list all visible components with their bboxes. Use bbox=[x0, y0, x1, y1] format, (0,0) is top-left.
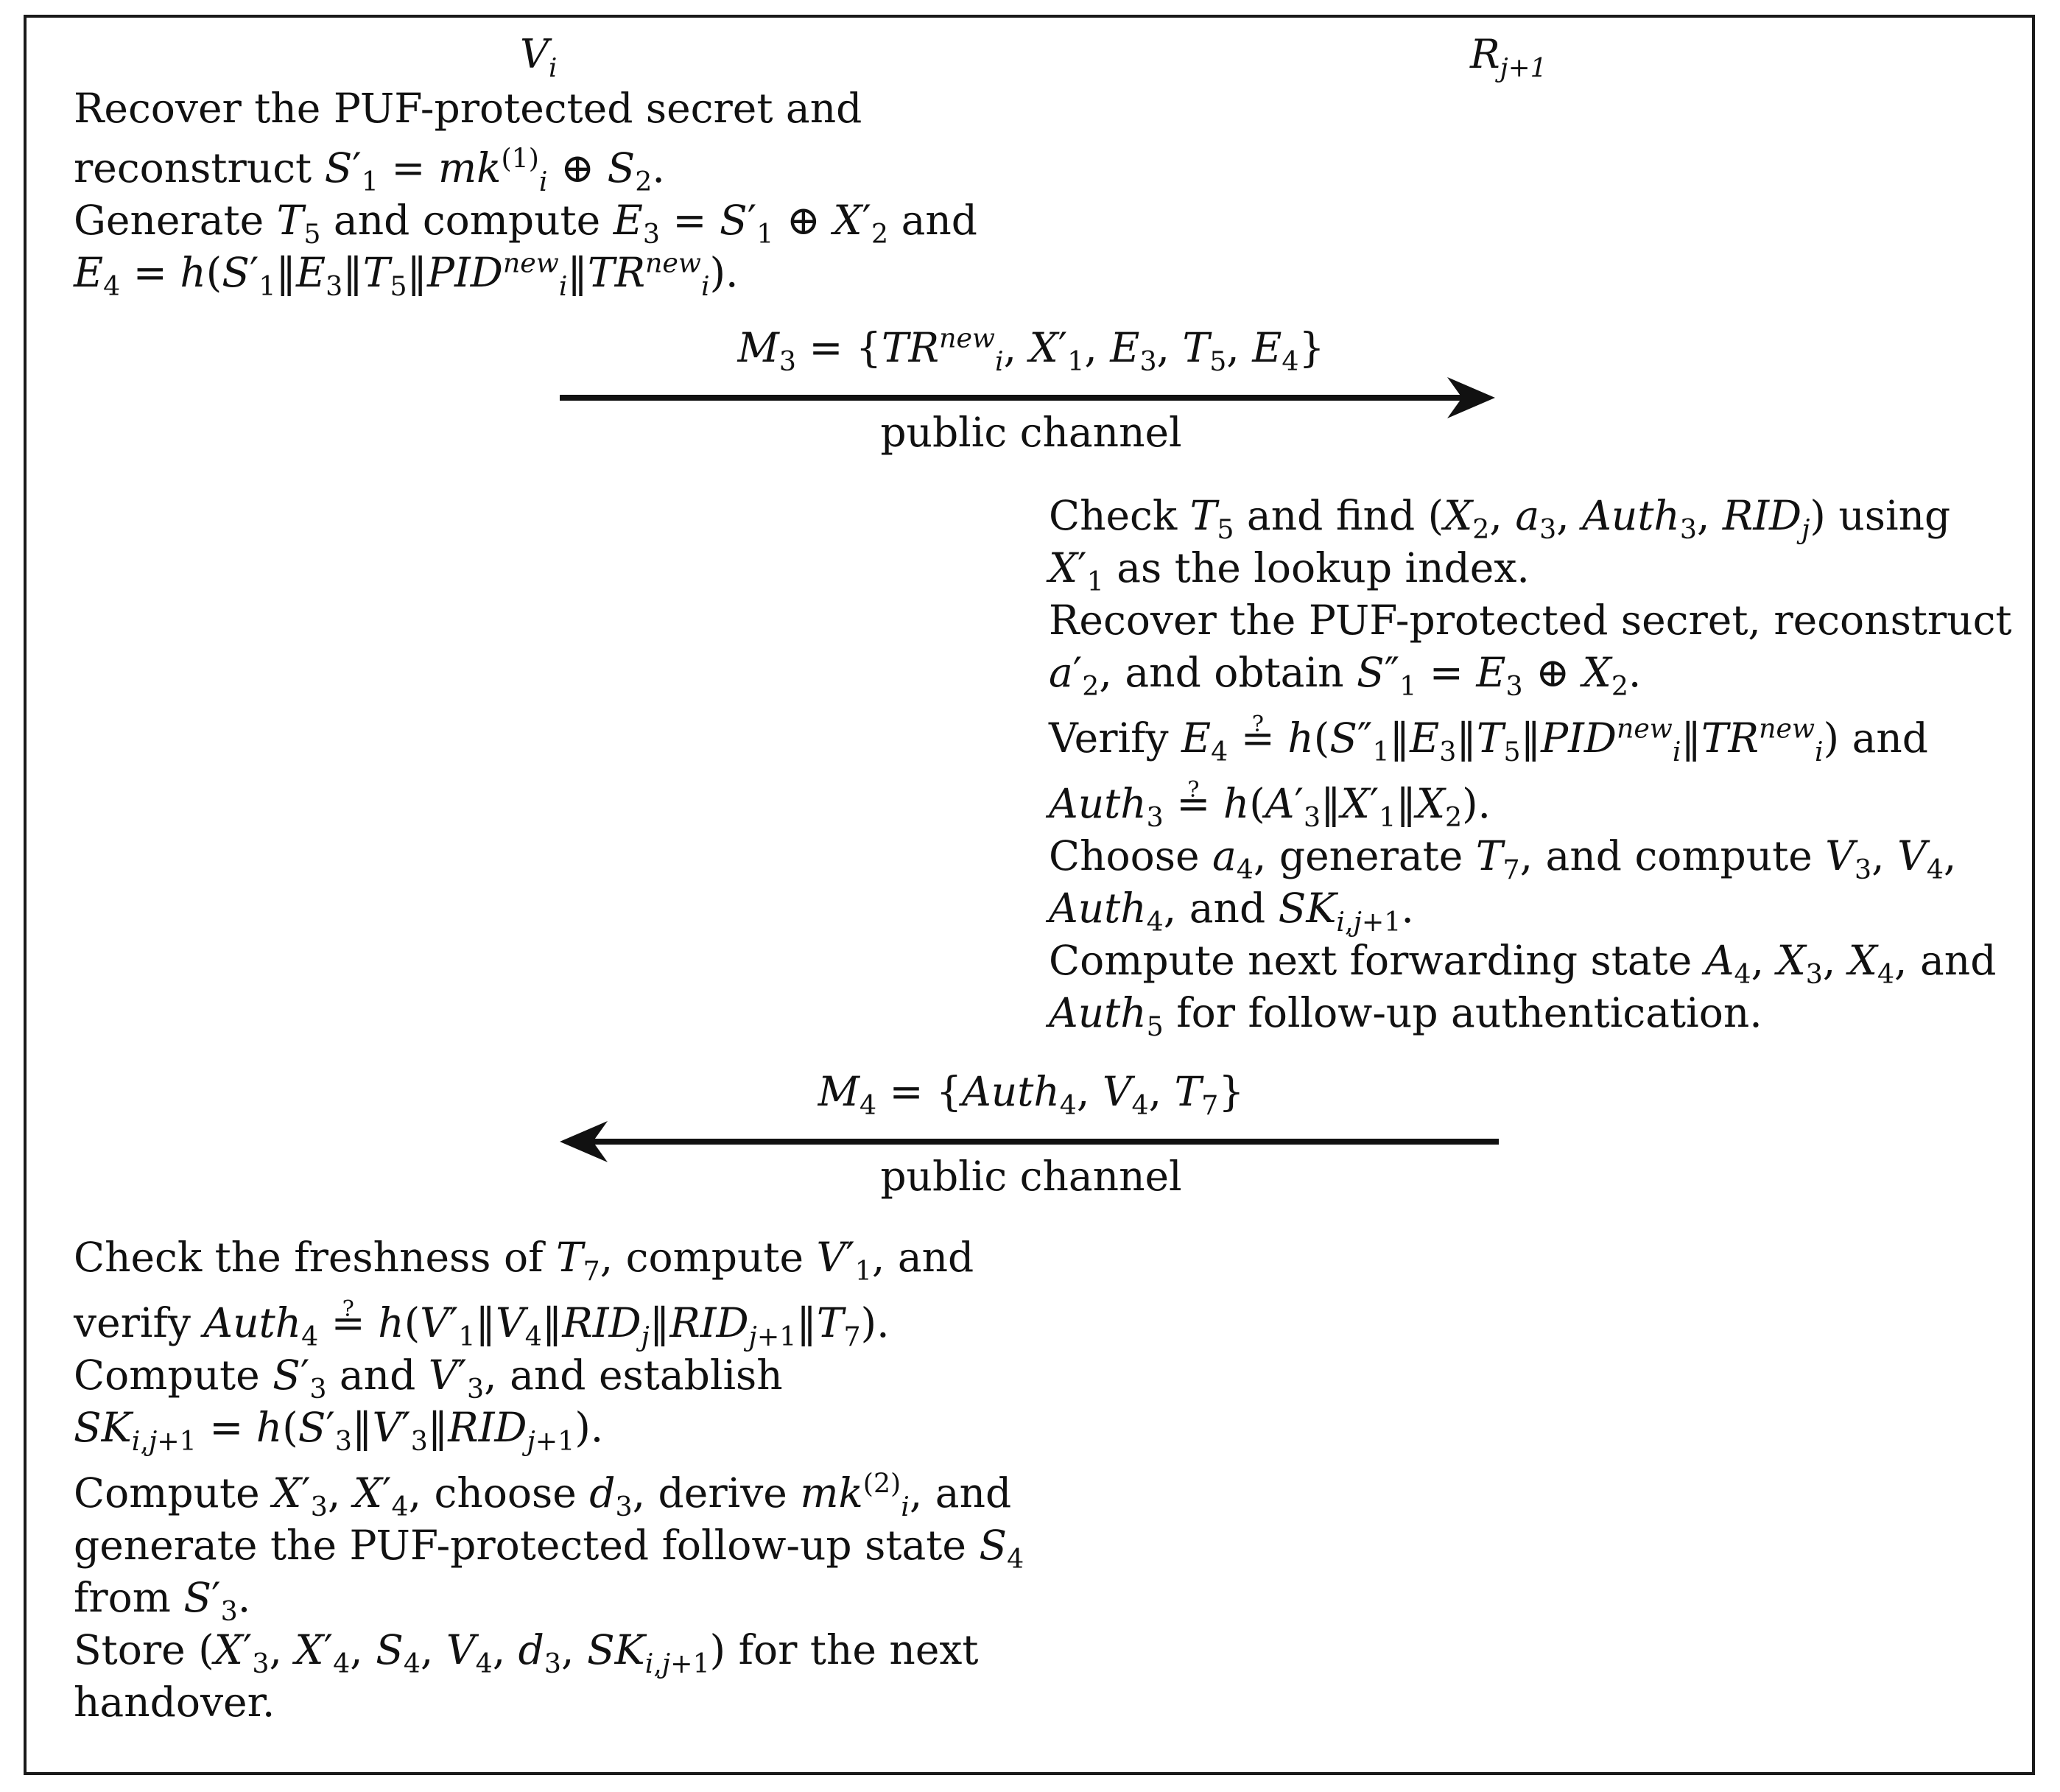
vehicle-step-line: E4 = h(S′1‖E3‖T5‖PIDnewi‖TRnewi). bbox=[74, 247, 739, 302]
vehicle-step-line: Compute X′3, X′4, choose d3, derive mk(2… bbox=[74, 1467, 1012, 1522]
rsu-step-line: Check T5 and find (X2, a3, Auth3, RIDj) … bbox=[1049, 492, 1951, 545]
vehicle-step-block-2: Check the freshness of T7, compute V′1, … bbox=[74, 1231, 1024, 1729]
rsu-step-line: Choose a4, generate T7, and compute V3, … bbox=[1049, 832, 1957, 885]
party-rsu-label: Rj+1 bbox=[1470, 31, 1547, 83]
vehicle-step-line: Store (X′3, X′4, S4, V4, d3, SKi,j+1) fo… bbox=[74, 1626, 979, 1679]
party-vehicle-label: Vi bbox=[520, 31, 558, 83]
message-m3-channel: public channel bbox=[560, 409, 1502, 456]
message-m4-label: M4 = {Auth4, V4, T7} bbox=[560, 1068, 1502, 1121]
rsu-step-line: Auth4, and SKi,j+1. bbox=[1049, 885, 1414, 938]
rsu-step-line: Verify E4 =? h(S″1‖E3‖T5‖PIDnewi‖TRnewi)… bbox=[1049, 711, 1929, 767]
vehicle-step-line: generate the PUF-protected follow-up sta… bbox=[74, 1522, 1024, 1575]
message-m3-channel-text: public channel bbox=[880, 409, 1182, 456]
vehicle-step-line: verify Auth4 =? h(V′1‖V4‖RIDj‖RIDj+1‖T7)… bbox=[74, 1296, 890, 1352]
vehicle-step-line: reconstruct S′1 = mk(1)i ⊕ S2. bbox=[74, 142, 665, 197]
party-vehicle-text: Vi bbox=[520, 31, 558, 83]
arrow-m3-head-icon bbox=[1447, 377, 1495, 418]
message-m4-channel-text: public channel bbox=[880, 1153, 1182, 1200]
rsu-step-line: Auth5 for follow-up authentication. bbox=[1049, 989, 1762, 1042]
vehicle-step-line: SKi,j+1 = h(S′3‖V′3‖RIDj+1). bbox=[74, 1404, 604, 1457]
rsu-step-line: a′2, and obtain S″1 = E3 ⊕ X2. bbox=[1049, 649, 1642, 702]
message-m4-channel: public channel bbox=[560, 1153, 1502, 1200]
rsu-step-line: X′1 as the lookup index. bbox=[1049, 544, 1530, 597]
rsu-step-line: Auth3 =? h(A′3‖X′1‖X2). bbox=[1049, 777, 1491, 833]
vehicle-step-line: Check the freshness of T7, compute V′1, … bbox=[74, 1234, 974, 1287]
rsu-step-block: Check T5 and find (X2, a3, Auth3, RIDj) … bbox=[1049, 490, 2012, 1042]
arrow-m4-head-icon bbox=[560, 1121, 608, 1162]
vehicle-step-line: Generate T5 and compute E3 = S′1 ⊕ X′2 a… bbox=[74, 197, 977, 250]
vehicle-step-line: handover. bbox=[74, 1679, 275, 1726]
vehicle-step-line: Recover the PUF-protected secret and bbox=[74, 85, 862, 132]
vehicle-step-line: from S′3. bbox=[74, 1574, 251, 1627]
party-rsu-text: Rj+1 bbox=[1470, 31, 1547, 83]
rsu-step-line: Compute next forwarding state A4, X3, X4… bbox=[1049, 937, 1997, 990]
message-m3-label: M3 = {TRnewi, X′1, E3, T5, E4} bbox=[560, 322, 1502, 377]
message-m3-text: M3 = {TRnewi, X′1, E3, T5, E4} bbox=[737, 322, 1325, 377]
message-m4-text: M4 = {Auth4, V4, T7} bbox=[818, 1068, 1245, 1121]
rsu-step-line: Recover the PUF-protected secret, recons… bbox=[1049, 597, 2012, 644]
vehicle-step-line: Compute S′3 and V′3, and establish bbox=[74, 1352, 783, 1405]
protocol-frame bbox=[24, 15, 2035, 1775]
vehicle-step-block-1: Recover the PUF-protected secret and rec… bbox=[74, 82, 977, 302]
